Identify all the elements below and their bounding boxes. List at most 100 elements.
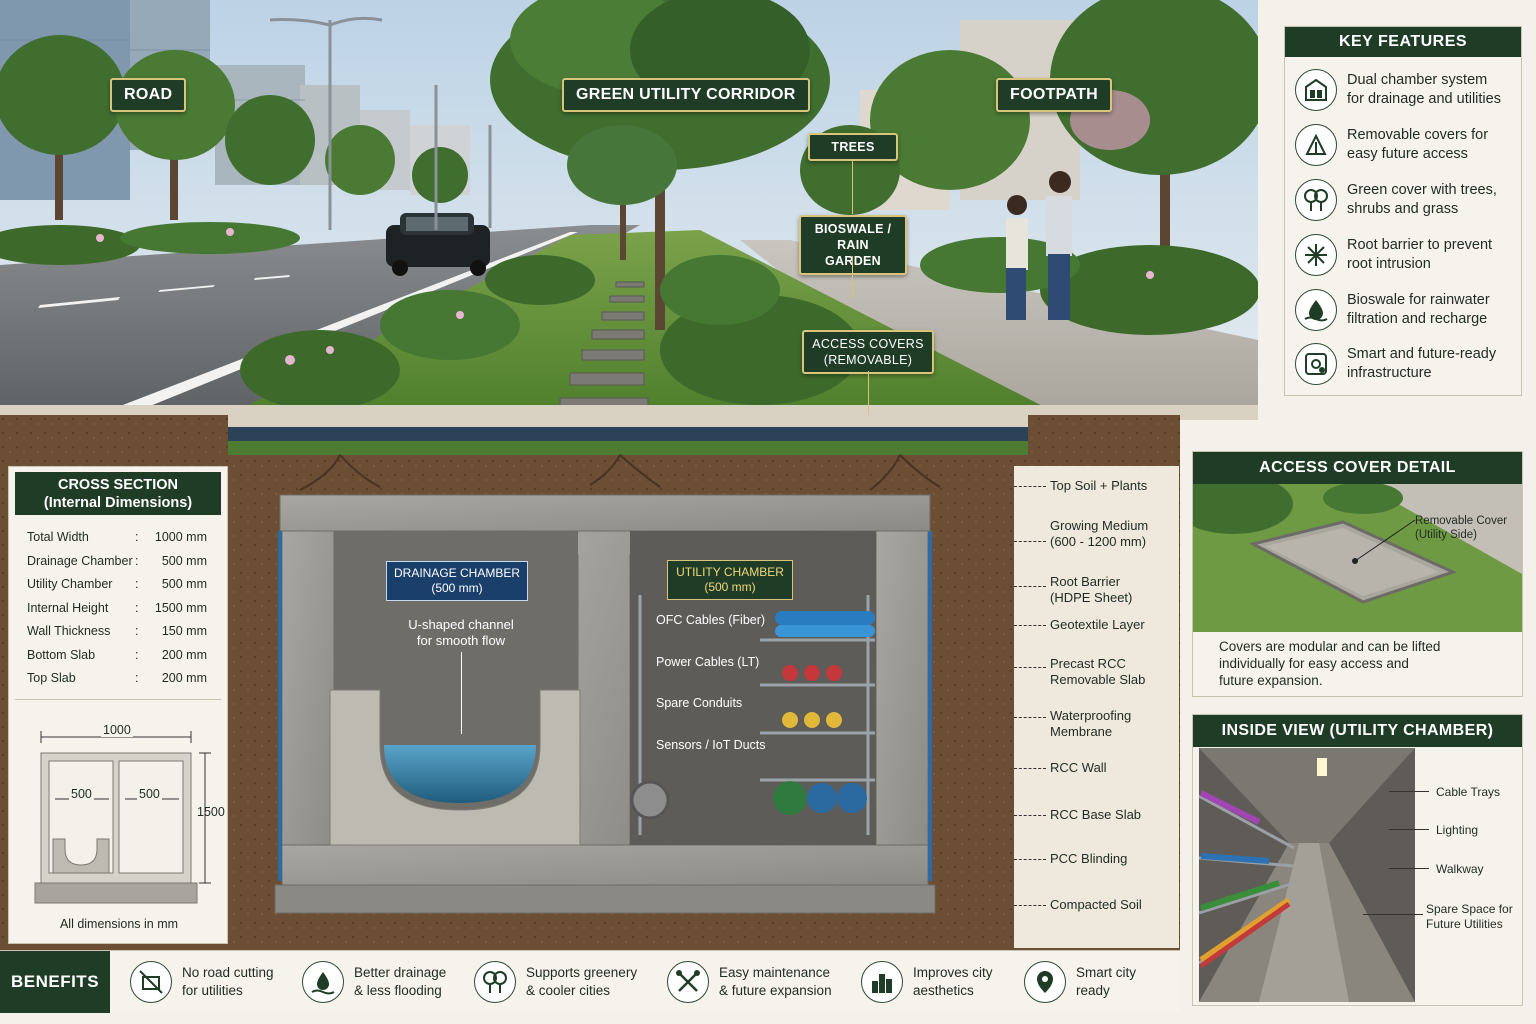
dim-sep: : [135,648,139,662]
spare-conduits-label: Spare Conduits [656,696,743,710]
bioswale-label: BIOSWALE / RAIN GARDEN [799,215,907,275]
layer-top-soil: Top Soil + Plants [1050,478,1147,494]
dim-key: Utility Chamber [27,577,113,591]
mini-left-label: 500 [69,787,94,801]
dims-note: All dimensions in mm [59,917,179,931]
footpath-label: FOOTPATH [996,78,1113,112]
dim-row-total-width: Total Width:1000 mm [27,527,207,547]
layer-labels-panel: Top Soil + Plants Growing Medium(600 - 1… [1014,466,1179,948]
layer-leader [1014,768,1046,769]
access-leader [868,371,869,415]
feature-line1: Dual chamber system [1347,72,1488,88]
drainage-note: U-shaped channel for smooth flow [394,617,528,649]
layer-line2: (600 - 1200 mm) [1050,534,1147,549]
drainage-chamber-width: (500 mm) [431,581,483,595]
layer-line1: Precast RCC [1050,656,1126,671]
corridor-label: GREEN UTILITY CORRIDOR [562,78,810,112]
dim-row-utility: Utility Chamber: 500 mm [27,574,207,594]
access-text-line2: individually for easy access and [1219,656,1409,671]
benefit-text: Supports greenery& cooler cities [526,964,666,1000]
benefit-line2: aesthetics [913,983,974,998]
dim-sep: : [135,601,139,615]
dims-title-line1: CROSS SECTION [57,477,179,493]
access-text-line1: Covers are modular and can be lifted [1219,639,1441,654]
dim-key: Total Width [27,530,89,544]
benefit-text: Easy maintenance& future expansion [719,964,859,1000]
benefit-line1: Better drainage [354,965,447,980]
feature-line2: easy future access [1347,146,1468,162]
road-label: ROAD [110,78,187,112]
benefit-line2: for utilities [182,983,243,998]
feature-text: Root barrier to prevent root intrusion [1347,236,1519,274]
layer-line1: Waterproofing [1050,708,1132,723]
layer-base-slab: RCC Base Slab [1050,807,1141,823]
inside-view-title: INSIDE VIEW (UTILITY CHAMBER) [1193,715,1522,747]
smart-icon [1295,343,1337,385]
drainage-chamber-title: DRAINAGE CHAMBER [393,566,521,580]
drainage-note-leader [461,652,462,734]
dim-value: 500 mm [161,577,207,591]
drainage-chamber-label: DRAINAGE CHAMBER (500 mm) [386,561,528,601]
access-covers-label-line1: ACCESS COVERS [812,337,924,351]
water-drop-icon [1295,289,1337,331]
cross-section-illustration [0,415,1180,950]
dim-value: 500 mm [161,554,207,568]
benefit-text: Improves city aesthetics [913,964,1053,1000]
access-cover-title: ACCESS COVER DETAIL [1193,452,1522,484]
benefit-line1: Improves city [913,965,993,980]
feature-item: Green cover with trees,shrubs and grass [1295,177,1517,225]
layer-line1: Root Barrier [1050,574,1121,589]
benefit-line2: & cooler cities [526,983,611,998]
tunnel-illustration [1199,748,1415,1002]
trees-label: TREES [808,133,898,161]
cable-trays-label: Cable Trays [1436,785,1501,799]
ofc-cables-label: OFC Cables (Fiber) [656,613,766,627]
dim-row-top-slab: Top Slab:200 mm [27,668,207,688]
dim-row-bottom-slab: Bottom Slab:200 mm [27,645,207,665]
lighting-label: Lighting [1436,823,1479,837]
benefit-line2: ready [1076,983,1110,998]
benefit-line2: & less flooding [354,983,442,998]
dim-row-wall: Wall Thickness:150 mm [27,621,207,641]
dim-value: 1000 mm [154,530,207,544]
bioswale-leader [852,256,853,298]
dim-key: Bottom Slab [27,648,96,662]
feature-line2: filtration and recharge [1347,311,1488,327]
layer-leader [1014,541,1046,542]
layer-line1: Geotextile Layer [1050,617,1145,632]
city-icon [861,961,903,1003]
feature-line1: Root barrier to prevent [1347,237,1493,253]
walkway-leader [1389,868,1429,869]
mini-height-label: 1500 [197,805,225,819]
access-cover-illustration [1193,484,1522,632]
inside-view-panel: INSIDE VIEW (UTILITY CHAMBER) Cable Tray… [1192,714,1523,1006]
layer-leader [1014,667,1046,668]
removable-cover-callout: Removable Cover (Utility Side) [1415,514,1507,542]
layer-line1: RCC Base Slab [1050,807,1142,822]
dim-value: 200 mm [161,671,207,685]
spare-space-label: Spare Space for Future Utilities [1426,902,1513,932]
feature-line2: root intrusion [1347,256,1431,272]
trees-leader [852,160,853,214]
layer-line2: Removable Slab [1050,672,1146,687]
dim-key: Wall Thickness [27,624,111,638]
benefit-line1: No road cutting [182,965,274,980]
bioswale-label-line1: BIOSWALE / [814,222,892,236]
layer-line1: Growing Medium [1050,518,1149,533]
dim-sep: : [135,577,139,591]
dim-key: Top Slab [27,671,76,685]
sensors-label: Sensors / IoT Ducts [656,738,766,752]
layer-leader [1014,859,1046,860]
layer-leader [1014,625,1046,626]
tools-icon [667,961,709,1003]
benefit-line1: Easy maintenance [719,965,831,980]
